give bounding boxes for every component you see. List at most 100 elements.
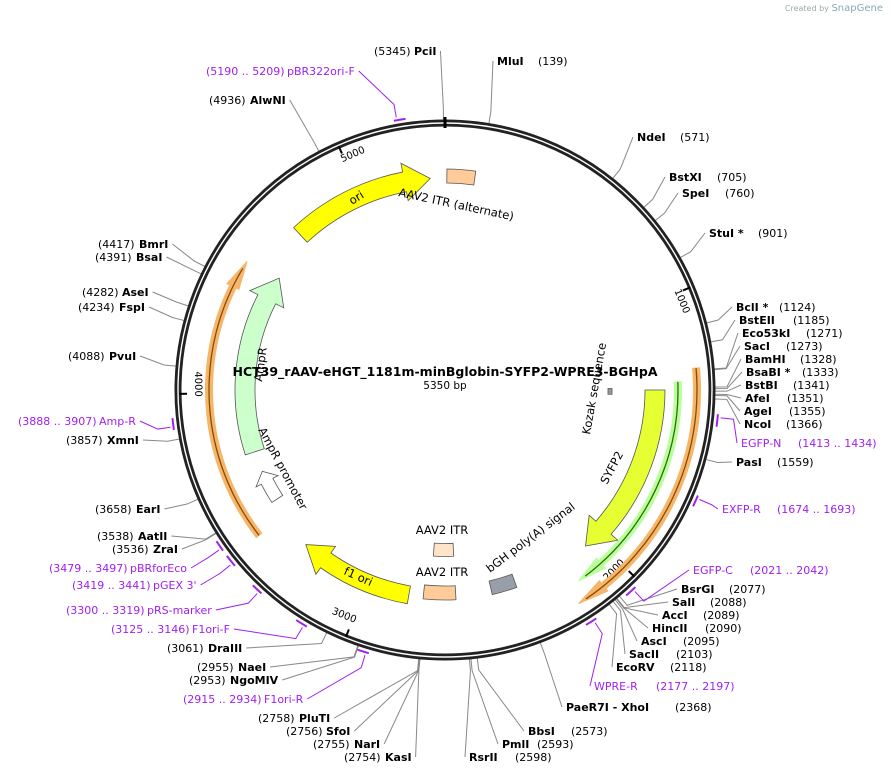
leader-line	[714, 384, 742, 392]
enzyme-site-asei[interactable]: (4282)AseI	[82, 286, 149, 299]
primer-name: F1ori-F	[192, 623, 230, 636]
enzyme-site-bstbi[interactable]: BstBI (1341)	[745, 379, 830, 392]
enzyme-site-fspi[interactable]: (4234)FspI	[78, 301, 145, 314]
primer-mark	[357, 648, 370, 655]
leader-line	[464, 658, 471, 758]
enzyme-site-draiii[interactable]: (3061)DraIII	[167, 642, 242, 655]
enzyme-site-pcii[interactable]: (5345)PciI	[374, 45, 436, 58]
enzyme-site-sacii[interactable]: SacII(2103)	[629, 648, 713, 661]
enzyme-site-ncoi[interactable]: NcoI(1366)	[744, 418, 823, 431]
enzyme-site-pluti[interactable]: (2758)PluTI	[258, 712, 330, 725]
ampr-promoter-arrow[interactable]	[255, 470, 284, 504]
enzyme-site-saci[interactable]: SacI(1273)	[744, 340, 823, 353]
f1-ori-arrow[interactable]	[305, 544, 411, 605]
enzyme-name: EcoRV	[616, 661, 655, 674]
snapgene-watermark: Created by SnapGene	[784, 3, 883, 14]
enzyme-site-pasi[interactable]: PasI(1559)	[736, 456, 814, 469]
enzyme-site-bmri[interactable]: (4417)BmrI	[98, 238, 168, 251]
enzyme-position: (2593)	[537, 738, 574, 751]
aav2-itr-box-1[interactable]	[432, 542, 455, 557]
enzyme-site-stui[interactable]: StuI *(901)	[709, 227, 788, 240]
primer-f1ori-f[interactable]: (3125 .. 3146)F1ori-F	[111, 623, 230, 636]
enzyme-site-kasi[interactable]: (2754)KasI	[344, 751, 412, 764]
enzyme-site-rsrii[interactable]: RsrII(2598)	[469, 751, 552, 764]
enzyme-name: NgoMIV	[230, 674, 279, 687]
enzyme-position: (4417)	[98, 238, 135, 251]
enzyme-site-bsrgi[interactable]: BsrGI(2077)	[681, 583, 766, 596]
primer-egfp-c[interactable]: EGFP-C(2021 .. 2042)	[693, 564, 829, 577]
leader-line	[714, 393, 742, 399]
enzyme-site-paer7i-xhoi[interactable]: PaeR7I - XhoI(2368)	[566, 701, 712, 714]
tick-label: 3000	[330, 606, 358, 626]
enzyme-site-pvui[interactable]: (4088)PvuI	[68, 350, 136, 363]
enzyme-position: (2103)	[676, 648, 713, 661]
enzyme-site-bbsi[interactable]: BbsI(2573)	[528, 725, 608, 738]
leader-line	[714, 371, 743, 390]
enzyme-position: (2756)	[286, 725, 323, 738]
primer-exfp-r[interactable]: EXFP-R(1674 .. 1693)	[722, 503, 856, 516]
primer-mark	[393, 117, 406, 122]
enzyme-site-mlui[interactable]: MluI(139)	[497, 55, 568, 68]
enzyme-name: BsrGI	[681, 583, 714, 596]
feature-label-aav2-itr-2: AAV2 ITR	[416, 565, 469, 579]
enzyme-site-pmli[interactable]: PmlI(2593)	[502, 738, 574, 751]
enzyme-position: (1341)	[793, 379, 830, 392]
feature-label-syfp2: SYFP2	[597, 449, 626, 487]
aav2-itr-box-2[interactable]	[422, 584, 457, 601]
kozak-sequence-box[interactable]	[607, 388, 613, 395]
enzyme-site-zrai[interactable]: (3536)ZraI	[112, 543, 178, 556]
primer-pbr322ori-f[interactable]: (5190 .. 5209)pBR322ori-F	[206, 65, 355, 78]
primer-egfp-n[interactable]: EGFP-N(1413 .. 1434)	[741, 437, 877, 450]
leader-line	[714, 332, 739, 370]
enzyme-site-ndei[interactable]: NdeI(571)	[637, 131, 710, 144]
enzyme-position: (3658)	[95, 503, 132, 516]
features	[205, 162, 701, 605]
enzyme-position: (571)	[680, 131, 710, 144]
primer-pgex-3[interactable]: (3419 .. 3441)pGEX 3'	[72, 579, 197, 592]
orange-track-left	[205, 261, 263, 539]
enzyme-site-bstxi[interactable]: BstXI(705)	[669, 171, 747, 184]
primer-wpre-r[interactable]: WPRE-R(2177 .. 2197)	[594, 680, 735, 693]
enzyme-site-xmni[interactable]: (3857)XmnI	[66, 434, 139, 447]
enzyme-site-acci[interactable]: AccI(2089)	[662, 609, 740, 622]
aav2-itr-alternate-box[interactable]	[446, 168, 477, 186]
feature-label-ampr-promoter: AmpR promoter	[255, 425, 310, 512]
enzyme-site-aatii[interactable]: (3538)AatII	[97, 530, 167, 543]
primer-prs-marker[interactable]: (3300 .. 3319)pRS-marker	[66, 604, 212, 617]
primer-range: (3125 .. 3146)	[111, 623, 190, 636]
enzyme-site-ngomiv[interactable]: (2953)NgoMIV	[189, 674, 279, 687]
primer-f1ori-r[interactable]: (2915 .. 2934)F1ori-R	[183, 693, 304, 706]
enzyme-site-nari[interactable]: (2755)NarI	[313, 738, 380, 751]
enzyme-site-afei[interactable]: AfeI(1351)	[745, 392, 824, 405]
enzyme-site-naei[interactable]: (2955)NaeI	[197, 661, 266, 674]
enzyme-site-bsabi[interactable]: BsaBI *(1333)	[746, 366, 839, 379]
feature-label-ori: ori	[346, 188, 366, 208]
syfp2-arrow[interactable]	[585, 389, 666, 547]
primer-name: EGFP-C	[693, 564, 733, 577]
enzyme-site-alwni[interactable]: (4936)AlwNI	[209, 94, 286, 107]
enzyme-site-sali[interactable]: SalI(2088)	[672, 596, 747, 609]
leader-line	[470, 658, 499, 745]
enzyme-site-spei[interactable]: SpeI(760)	[682, 187, 755, 200]
primer-name: EGFP-N	[741, 437, 781, 450]
leader-line	[612, 601, 626, 655]
enzyme-site-sfoi[interactable]: (2756)SfoI	[286, 725, 350, 738]
enzyme-site-eari[interactable]: (3658)EarI	[95, 503, 160, 516]
ampr-arrow[interactable]	[234, 277, 285, 456]
primer-pbrforeco[interactable]: (3479 .. 3497)pBRforEco	[49, 562, 187, 575]
enzyme-site-ecorv[interactable]: EcoRV(2118)	[616, 661, 707, 674]
enzyme-site-eco53ki[interactable]: Eco53kI(1271)	[742, 327, 843, 340]
enzyme-site-asci[interactable]: AscI(2095)	[641, 635, 720, 648]
ori-arrow[interactable]	[293, 162, 431, 243]
primer-amp-r[interactable]: (3888 .. 3907)Amp-R	[18, 415, 136, 428]
bgh-polya-box[interactable]	[488, 573, 518, 596]
enzyme-site-bamhi[interactable]: BamHI(1328)	[745, 353, 837, 366]
enzyme-site-agei[interactable]: AgeI(1355)	[744, 405, 826, 418]
enzyme-position: (1273)	[786, 340, 823, 353]
enzyme-site-bsai[interactable]: (4391)BsaI	[95, 251, 162, 264]
enzyme-site-bcli[interactable]: BclI *(1124)	[736, 301, 816, 314]
enzyme-site-bsteii[interactable]: BstEII(1185)	[739, 314, 830, 327]
enzyme-name: BstBI	[745, 379, 778, 392]
enzyme-site-hincii[interactable]: HincII(2090)	[652, 622, 742, 635]
primer-mark	[585, 617, 597, 626]
